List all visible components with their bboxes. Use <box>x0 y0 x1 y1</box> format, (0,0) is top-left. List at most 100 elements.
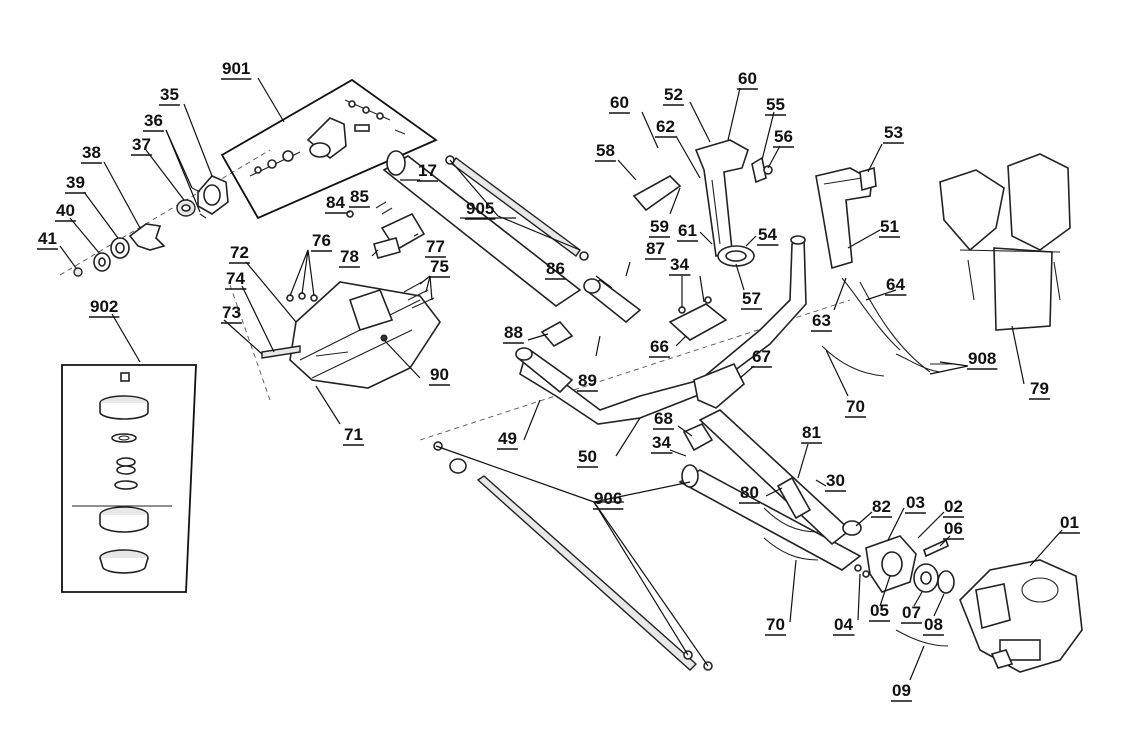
handlebar-50 <box>519 235 807 425</box>
callout-17: 17 <box>418 161 437 180</box>
callout-53: 53 <box>884 123 903 142</box>
leader-lines <box>59 77 1063 681</box>
callout-64: 64 <box>886 275 905 294</box>
callout-86: 86 <box>546 259 565 278</box>
engine-01 <box>959 559 1083 673</box>
screws-04 <box>854 564 870 578</box>
callout-61: 61 <box>678 221 697 240</box>
callout-901: 901 <box>222 59 250 78</box>
shaft-tube-upper <box>382 150 582 307</box>
clamp-88 <box>540 320 574 348</box>
switch-55-56 <box>751 156 773 184</box>
lever-58 <box>632 175 682 212</box>
callout-55: 55 <box>766 95 785 114</box>
gear-housing-35 <box>197 175 229 215</box>
callout-38: 38 <box>82 143 101 162</box>
callout-78: 78 <box>340 247 359 266</box>
screw-90 <box>380 334 388 342</box>
callout-40: 40 <box>56 201 75 220</box>
bracket-68 <box>682 422 714 452</box>
callout-34-lower: 34 <box>652 433 671 452</box>
screws-75 <box>403 281 435 309</box>
nut-41 <box>73 267 83 277</box>
screws-84-85 <box>346 201 393 218</box>
callout-60-left: 60 <box>610 93 629 112</box>
callout-80: 80 <box>740 483 759 502</box>
grip-86 <box>583 278 642 324</box>
washer-40 <box>93 252 111 272</box>
callout-62: 62 <box>656 117 675 136</box>
trimmer-head-kit-box <box>61 364 197 593</box>
knob-38 <box>128 223 166 251</box>
callout-58: 58 <box>596 141 615 160</box>
main-handle-51 <box>815 167 873 270</box>
callout-59: 59 <box>650 217 669 236</box>
harness-79 <box>939 153 1071 331</box>
drive-cable-905 <box>445 155 589 261</box>
drive-cable-906 <box>433 441 713 671</box>
blade-74 <box>261 345 301 359</box>
callout-70-lower: 70 <box>766 615 785 634</box>
callout-63: 63 <box>812 311 831 330</box>
washer-39 <box>110 237 130 259</box>
gearhead-kit-box <box>220 78 438 220</box>
callout-75: 75 <box>430 257 449 276</box>
callout-82: 82 <box>872 497 891 516</box>
callout-905: 905 <box>466 199 494 218</box>
clutch-07 <box>913 563 939 593</box>
callout-906: 906 <box>594 489 622 508</box>
callout-81: 81 <box>802 423 821 442</box>
flange-37 <box>176 199 196 217</box>
clamp-66 <box>668 296 728 341</box>
callout-labels: 901 35 36 37 38 39 40 41 902 72 74 73 71… <box>37 59 1080 702</box>
clutch-housing-05 <box>865 535 917 593</box>
callout-39: 39 <box>66 173 85 192</box>
callout-77: 77 <box>426 237 445 256</box>
callout-07: 07 <box>902 603 921 622</box>
screws-76 <box>286 292 318 302</box>
callout-73: 73 <box>222 303 241 322</box>
assembly-axis-guard <box>229 284 271 401</box>
callout-04: 04 <box>834 615 853 634</box>
cables-64-63 <box>841 277 931 373</box>
callout-50: 50 <box>578 447 597 466</box>
callout-35: 35 <box>160 85 179 104</box>
callout-67: 67 <box>752 347 771 366</box>
callout-01: 01 <box>1060 513 1079 532</box>
callout-06: 06 <box>944 519 963 538</box>
bracket-77-78 <box>373 212 426 259</box>
callout-66: 66 <box>650 337 669 356</box>
callout-70-upper: 70 <box>846 397 865 416</box>
guard-71 <box>289 281 441 389</box>
callout-30: 30 <box>826 471 845 490</box>
callout-54: 54 <box>758 225 777 244</box>
callout-02: 02 <box>944 497 963 516</box>
callout-37: 37 <box>132 135 151 154</box>
clamp-54 <box>717 245 755 267</box>
cable-70a <box>821 345 885 377</box>
callout-09: 09 <box>892 681 911 700</box>
collar-80 <box>776 476 812 520</box>
callout-57: 57 <box>742 289 761 308</box>
cable-09 <box>895 629 949 647</box>
callout-36: 36 <box>144 111 163 130</box>
callout-03: 03 <box>906 493 925 512</box>
callout-08: 08 <box>924 615 943 634</box>
callout-60-right: 60 <box>738 69 757 88</box>
callout-71: 71 <box>344 425 363 444</box>
callout-902: 902 <box>90 297 118 316</box>
throttle-housing-52 <box>694 139 749 258</box>
callout-85: 85 <box>350 187 369 206</box>
bracket-67 <box>693 362 745 409</box>
callout-90: 90 <box>430 365 449 384</box>
callout-87: 87 <box>646 239 665 258</box>
callout-51: 51 <box>880 217 899 236</box>
callout-76: 76 <box>312 231 331 250</box>
assembly-axis-shaft <box>419 299 851 441</box>
callout-79: 79 <box>1030 379 1049 398</box>
callout-56: 56 <box>774 127 793 146</box>
screws-36 <box>191 187 207 219</box>
sleeve-82 <box>842 520 862 536</box>
callout-52: 52 <box>664 85 683 104</box>
